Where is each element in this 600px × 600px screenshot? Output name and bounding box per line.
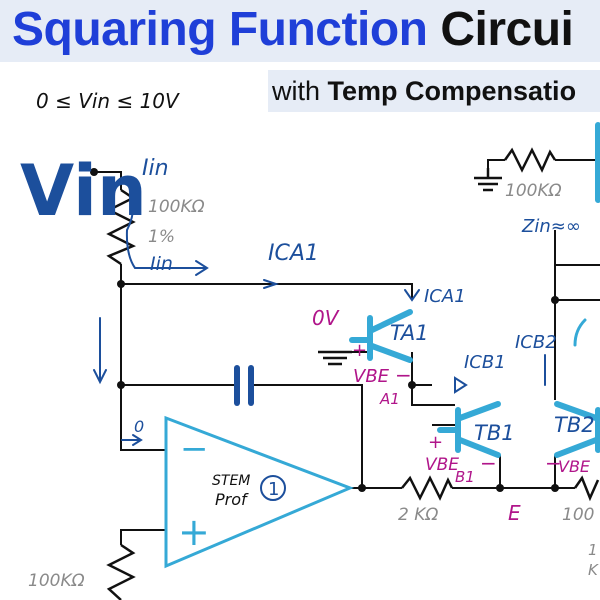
label-vbe-a1-sub: A1 (379, 390, 400, 408)
label-zero-v: 0V (312, 306, 340, 330)
label-vbe-b1-sub: B1 (455, 468, 475, 486)
arrow-inv-head (132, 434, 143, 446)
label-vbe-a1-plus: + (352, 340, 367, 361)
label-iin-mid: Iin (150, 253, 173, 275)
label-rin-tol: 1% (148, 227, 175, 247)
arrow-ica1-collector (404, 289, 420, 302)
label-vin-big: Vin (20, 150, 147, 232)
label-node-e: E (508, 501, 521, 525)
device-right-mid (573, 318, 587, 347)
title-bar (0, 0, 600, 62)
wire-noninv-input (120, 529, 166, 545)
label-stem: STEM (212, 473, 250, 489)
resistor-rin (106, 188, 137, 266)
label-vbe-b2-minus: − (545, 451, 562, 475)
label-ica1-wire: ICA1 (268, 241, 319, 266)
page-title: Squaring Function Circui (12, 2, 574, 58)
label-r-right: 100 (562, 505, 594, 525)
transistor-tb2 (554, 401, 600, 458)
label-right-edge-2: K (588, 561, 599, 579)
labels: 0 ≤ Vin ≤ 10V Vin Iin 100KΩ 1% Iin ICA1 … (20, 89, 599, 591)
label-vin-range: 0 ≤ Vin ≤ 10V (36, 89, 180, 113)
arrow-iin-head (195, 260, 209, 276)
wire-ica1 (121, 283, 413, 300)
resistor-2k (401, 475, 454, 501)
wires (94, 159, 600, 545)
arrow-down-left-head (93, 369, 107, 385)
junction-node-a (117, 280, 125, 288)
page-subtitle: with Temp Compensatio (272, 74, 576, 108)
label-vbe-a1-minus: − (395, 363, 412, 387)
resistor-right (573, 475, 600, 502)
op-amp (164, 415, 355, 569)
junctions (90, 168, 559, 492)
junction-node-b (117, 381, 125, 389)
capacitor (234, 365, 254, 406)
label-tb1: TB1 (474, 421, 515, 445)
label-iin-top: Iin (142, 156, 169, 181)
transistor-tb1 (437, 401, 501, 458)
label-prof: Prof (215, 490, 249, 509)
label-tb2: TB2 (554, 413, 595, 437)
subtitle-part-bold: Temp Compensatio (327, 76, 577, 106)
wire-top-ground (487, 159, 505, 168)
label-icb2: ICB2 (515, 332, 557, 353)
opamp-number-circle (260, 475, 286, 501)
label-vbe-b2: VBE (558, 457, 591, 476)
wire-inv-input (120, 385, 166, 451)
label-icb1: ICB1 (464, 352, 506, 373)
resistors (106, 147, 600, 600)
wire-cap-right (252, 384, 363, 488)
label-r-2k: 2 KΩ (398, 505, 438, 525)
wire-right-bus (554, 299, 600, 400)
label-rin: 100KΩ (148, 197, 205, 217)
resistor-top (503, 147, 557, 173)
current-arrows (93, 179, 546, 446)
arrow-icb1 (454, 376, 468, 394)
transistors (349, 122, 600, 458)
label-vbe-b1: VBE (425, 455, 459, 475)
title-part-blue: Squaring Function (12, 3, 428, 56)
subtitle-part-plain: with (272, 76, 321, 106)
junction-vin (90, 168, 98, 176)
junction-e (496, 484, 504, 492)
label-opamp-plus: + (178, 510, 210, 554)
ground-top (474, 176, 502, 192)
ground-ta1 (318, 350, 352, 366)
label-opamp-number: 1 (268, 479, 279, 500)
label-right-edge-1: 1 (588, 541, 598, 559)
label-ica1-transistor: ICA1 (424, 286, 466, 307)
grounds (318, 168, 502, 366)
label-r-bottom: 100KΩ (28, 571, 85, 591)
arrow-ica1-head (263, 279, 280, 289)
resistor-bottom (106, 543, 136, 600)
label-opamp-minus: − (180, 429, 209, 469)
wire-vin (94, 171, 122, 190)
junction-ta1-tb1 (408, 381, 416, 389)
arrow-iin (125, 179, 206, 269)
junction-right (551, 296, 559, 304)
wire-ta1-emitter (411, 352, 432, 386)
transistor-ta1 (349, 309, 413, 363)
junction-e-right (551, 484, 559, 492)
label-vbe-b1-minus: − (480, 451, 497, 475)
label-r-top: 100KΩ (505, 181, 562, 201)
wire-tb1-collector (411, 385, 455, 406)
label-ta1: TA1 (390, 321, 429, 345)
label-vbe-a1: VBE (353, 366, 390, 387)
junction-output (358, 484, 366, 492)
subtitle-bar (268, 70, 600, 112)
title-part-black: Circui (440, 3, 574, 56)
label-vbe-b1-plus: + (428, 432, 443, 453)
label-zero-small: 0 (134, 417, 144, 436)
label-zin: Zin≈∞ (521, 216, 581, 237)
